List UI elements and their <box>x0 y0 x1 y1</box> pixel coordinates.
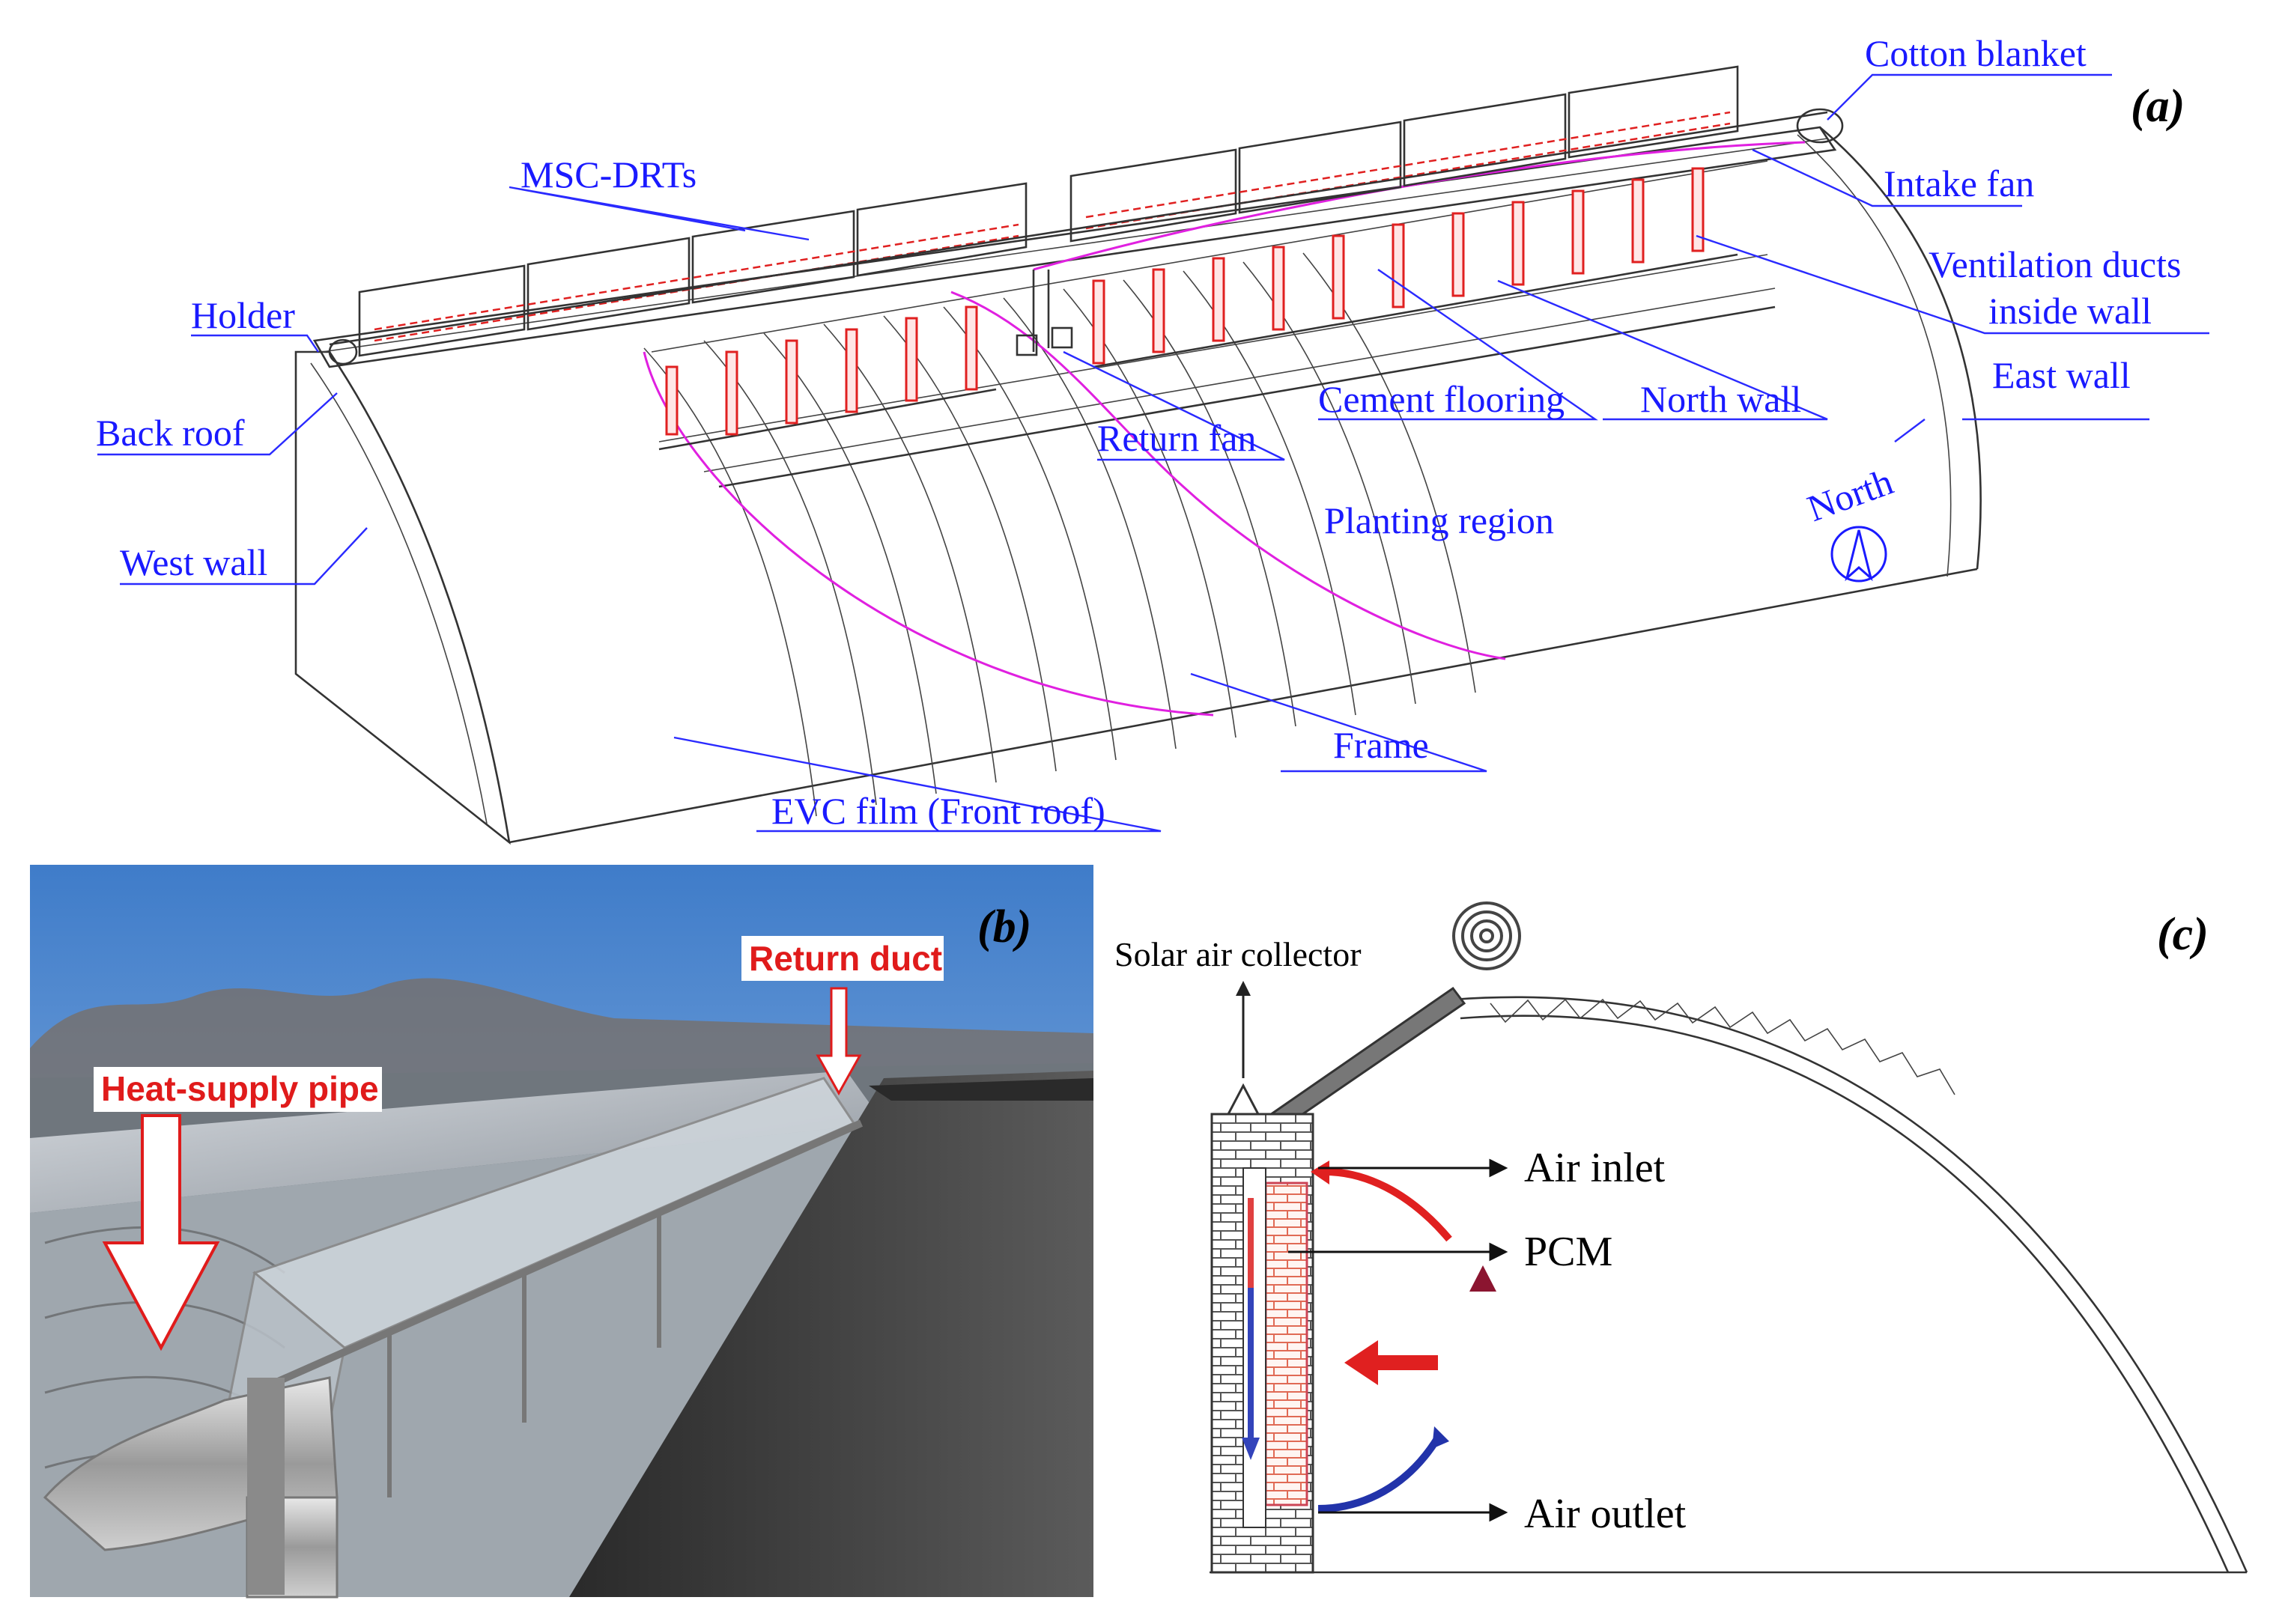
pcm-label: PCM <box>1524 1229 1612 1275</box>
ventilation-ducts <box>658 167 1738 451</box>
ventilation-ducts-label-1: Ventilation ducts <box>1929 243 2181 285</box>
panel-c-tag: (c) <box>2157 909 2209 960</box>
return-fan-label: Return fan <box>1097 417 1256 459</box>
pointer-lines <box>1288 1158 1508 1522</box>
panel-b: Return duct Heat-supply pipe (b) <box>30 865 1093 1599</box>
heat-supply-pipe-label: Heat-supply pipe <box>101 1069 379 1108</box>
north-compass: North <box>1802 460 1899 583</box>
panel-b-tag: (b) <box>977 901 1031 952</box>
msc-drts-label: MSC-DRTs <box>521 153 697 195</box>
ventilation-ducts-label-2: inside wall <box>1988 290 2152 332</box>
panel-c: Solar air collector Air inlet PCM Air ou… <box>1108 861 2269 1599</box>
cement-flooring-label: Cement flooring <box>1318 378 1565 420</box>
air-outlet-label: Air outlet <box>1524 1491 1687 1537</box>
solar-air-collector-label: Solar air collector <box>1114 935 1362 973</box>
return-fans <box>1016 270 1073 356</box>
heat-supply-arrow <box>102 1114 220 1351</box>
pcm-layer <box>1264 1181 1308 1506</box>
return-duct-arrow <box>816 987 862 1096</box>
arch-truss <box>1490 998 1955 1095</box>
back-roof-label: Back roof <box>96 412 245 454</box>
flow-arrows <box>1236 981 1496 1512</box>
intake-fan-label: Intake fan <box>1884 162 2034 204</box>
panel-a-tag: (a) <box>2131 81 2185 132</box>
greenhouse-body <box>294 126 1982 845</box>
west-wall-label: West wall <box>120 541 267 583</box>
panel-a: North Cotton blanket MSC-DRTs Intake fan… <box>96 32 2209 845</box>
holder-label: Holder <box>191 294 295 336</box>
frame-label: Frame <box>1333 724 1429 766</box>
label-leaders <box>97 73 2209 833</box>
north-label: North <box>1802 460 1899 530</box>
east-wall-label: East wall <box>1992 354 2131 396</box>
cotton-blanket-label: Cotton blanket <box>1865 32 2087 74</box>
north-wall-label: North wall <box>1640 378 1801 420</box>
planting-region-label: Planting region <box>1324 499 1554 541</box>
evc-film-label: EVC film (Front roof) <box>771 790 1105 832</box>
air-inlet-label: Air inlet <box>1524 1145 1666 1191</box>
cotton-roll <box>1452 901 1521 970</box>
msc-drt-collectors <box>328 65 1844 365</box>
return-duct-label: Return duct <box>749 939 942 978</box>
